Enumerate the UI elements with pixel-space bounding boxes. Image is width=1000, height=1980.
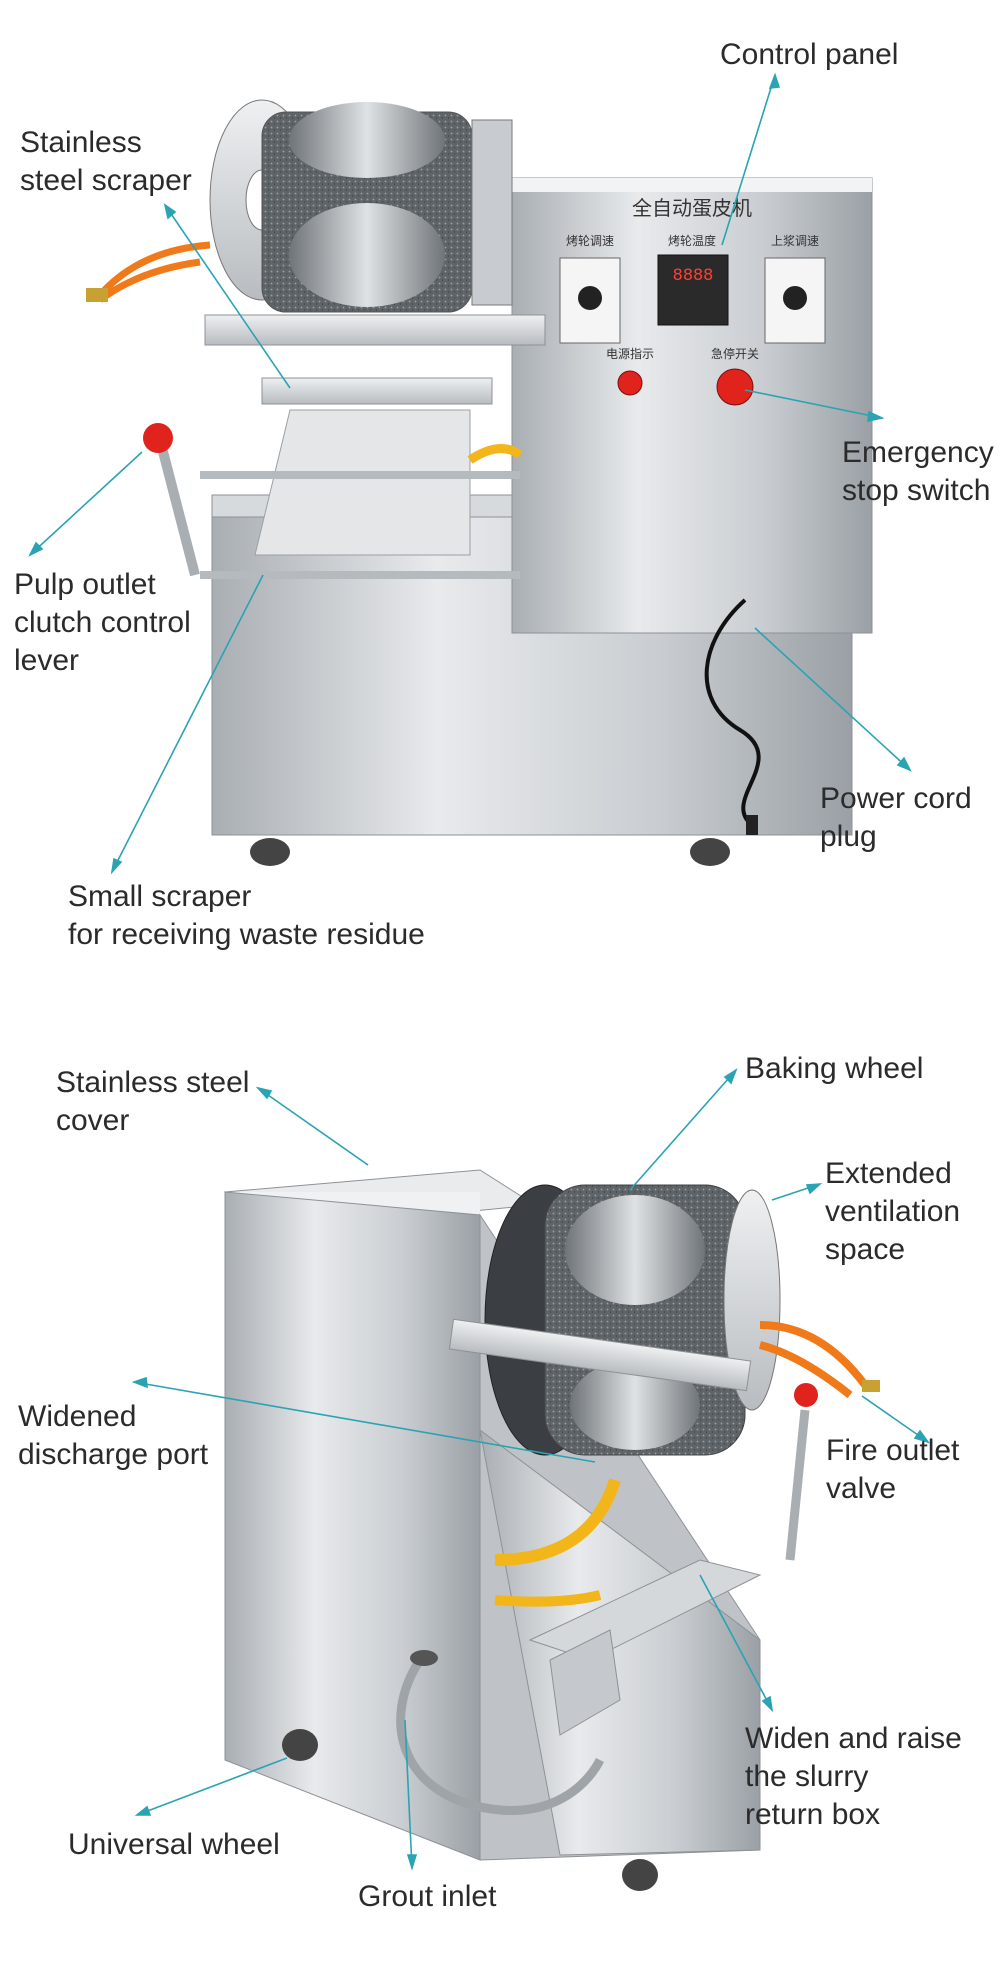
emergency-stop-label: 急停开关 bbox=[711, 346, 759, 361]
label-stainless-steel-scraper: Stainless steel scraper bbox=[20, 126, 192, 197]
label-power-cord-plug: Power cord plug bbox=[820, 782, 972, 853]
label-grout-inlet: Grout inlet bbox=[358, 1880, 497, 1913]
bottom-front-bar bbox=[448, 1318, 752, 1392]
knob-left[interactable] bbox=[578, 286, 602, 310]
label-pulp-outlet-lever: Pulp outlet clutch control lever bbox=[14, 568, 191, 677]
panel-title: 全自动蛋皮机 bbox=[632, 196, 752, 220]
label-baking-wheel: Baking wheel bbox=[745, 1052, 924, 1085]
top-lever bbox=[155, 438, 200, 577]
label-extended-ventilation: Extended ventilation space bbox=[825, 1157, 961, 1266]
universal-wheel-right bbox=[622, 1859, 658, 1891]
leader-lines bbox=[28, 72, 931, 1871]
label-universal-wheel: Universal wheel bbox=[68, 1828, 280, 1861]
label-slurry-return-box: Widen and raise the slurry return box bbox=[745, 1722, 962, 1831]
panel-knob-right-label: 上浆调速 bbox=[771, 233, 819, 248]
label-small-scraper: Small scraper for receiving waste residu… bbox=[68, 880, 425, 951]
label-widened-discharge-port: Widened discharge port bbox=[18, 1400, 209, 1471]
label-control-panel: Control panel bbox=[720, 38, 899, 71]
power-cord bbox=[704, 598, 761, 827]
label-fire-outlet-valve: Fire outlet valve bbox=[826, 1434, 960, 1505]
bottom-machine bbox=[223, 1169, 880, 1891]
panel-knob-left-label: 烤轮调速 bbox=[566, 233, 614, 248]
temperature-display: 8888 bbox=[673, 265, 714, 284]
top-scraper-bar bbox=[204, 314, 546, 346]
power-indicator-light bbox=[617, 370, 643, 396]
label-emergency-stop-switch: Emergency stop switch bbox=[842, 436, 994, 507]
temperature-controller bbox=[657, 254, 729, 326]
panel-temperature-label: 烤轮温度 bbox=[668, 233, 716, 248]
power-indicator-label: 电源指示 bbox=[606, 346, 654, 361]
knob-right[interactable] bbox=[783, 286, 807, 310]
emergency-stop-button[interactable] bbox=[716, 368, 754, 406]
ventilation-disc bbox=[723, 1189, 781, 1411]
grout-inlet-hose bbox=[396, 1657, 605, 1815]
label-stainless-steel-cover: Stainless steel cover bbox=[56, 1066, 250, 1137]
bottom-body-side bbox=[224, 1191, 481, 1861]
universal-wheel-left bbox=[282, 1729, 318, 1761]
top-chute bbox=[254, 409, 471, 556]
top-machine: 全自动蛋皮机 烤轮调速 烤轮温度 上浆调速 8888 电源指示 急停开关 bbox=[86, 99, 873, 866]
